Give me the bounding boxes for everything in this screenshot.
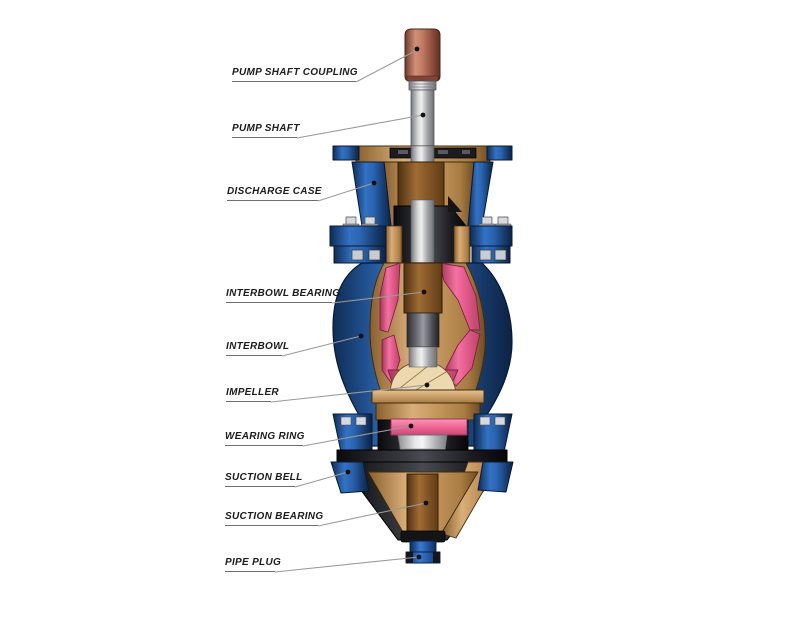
label-interbowl-bearing: INTERBOWL BEARING (226, 288, 340, 303)
interbowl-shape (332, 262, 513, 447)
leader-interbowl-bearing (331, 289, 427, 304)
leader-lines (270, 46, 430, 573)
case-bowl-flange (329, 216, 513, 265)
discharge-case-shape (351, 161, 494, 265)
leader-discharge-case (317, 180, 377, 202)
leader-interbowl (281, 333, 364, 357)
leader-suction-bearing (317, 500, 429, 527)
bell-flange (332, 413, 513, 453)
leader-suction-bell (294, 469, 351, 488)
suction-bell-shape (330, 449, 514, 543)
label-wearing-ring: WEARING RING (225, 431, 304, 446)
label-suction-bell: SUCTION BELL (225, 472, 302, 487)
label-discharge-case: DISCHARGE CASE (227, 186, 321, 201)
label-pipe-plug: PIPE PLUG (225, 557, 281, 572)
pump-illustration (329, 28, 514, 564)
leader-pipe-plug (274, 554, 422, 573)
leader-pump-shaft (296, 112, 426, 139)
pump-shaft-coupling-shape (404, 28, 441, 91)
label-interbowl: INTERBOWL (226, 341, 289, 356)
wearing-ring-shape (390, 418, 468, 436)
pipe-plug-shape (405, 540, 441, 564)
leader-wearing-ring (302, 423, 414, 447)
interbowl-bearing-shape (403, 262, 443, 314)
label-pump-shaft: PUMP SHAFT (232, 123, 299, 138)
leader-pump-shaft-coupling (355, 46, 420, 83)
label-impeller: IMPELLER (226, 387, 279, 402)
label-pump-shaft-coupling: PUMP SHAFT COUPLING (232, 67, 358, 82)
leader-impeller (270, 382, 430, 403)
label-suction-bearing: SUCTION BEARING (225, 511, 323, 526)
discharge-case-top-flange (332, 145, 513, 163)
